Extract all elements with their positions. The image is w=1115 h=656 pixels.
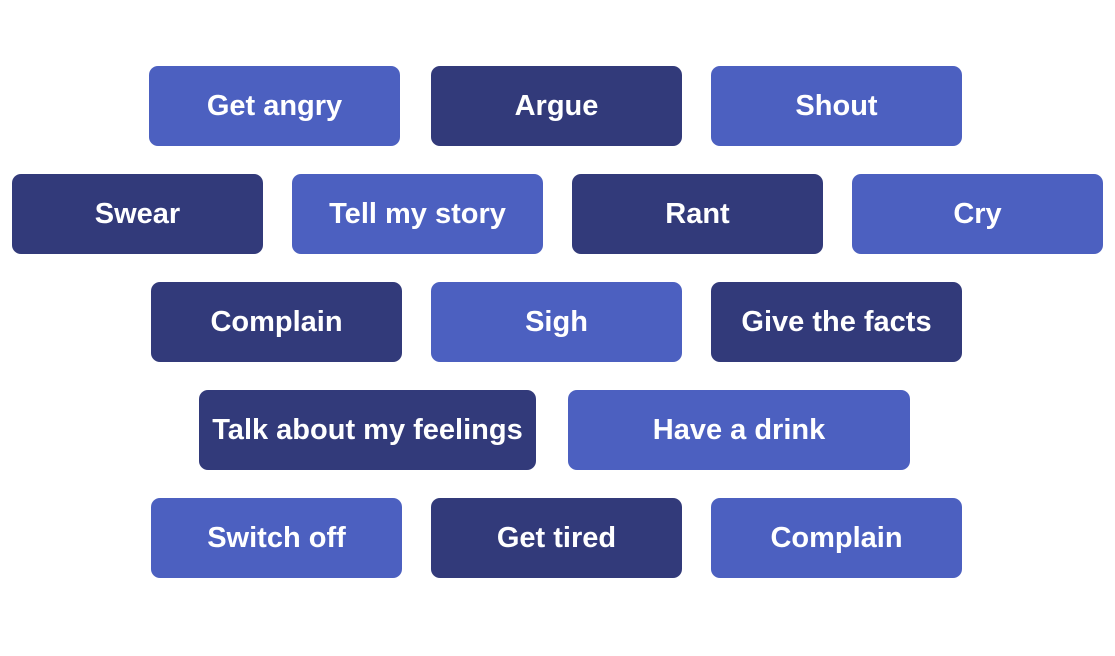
tag-cry[interactable]: Cry	[852, 174, 1103, 254]
tag-complain[interactable]: Complain	[151, 282, 402, 362]
tag-shout[interactable]: Shout	[711, 66, 962, 146]
tag-switch-off[interactable]: Switch off	[151, 498, 402, 578]
tag-swear[interactable]: Swear	[12, 174, 263, 254]
tag-get-angry[interactable]: Get angry	[149, 66, 400, 146]
tag-complain-2[interactable]: Complain	[711, 498, 962, 578]
tag-argue[interactable]: Argue	[431, 66, 682, 146]
tag-get-tired[interactable]: Get tired	[431, 498, 682, 578]
tag-rant[interactable]: Rant	[572, 174, 823, 254]
tag-have-a-drink[interactable]: Have a drink	[568, 390, 910, 470]
tag-talk-about-my-feelings[interactable]: Talk about my feelings	[199, 390, 536, 470]
tag-tell-my-story[interactable]: Tell my story	[292, 174, 543, 254]
tag-give-the-facts[interactable]: Give the facts	[711, 282, 962, 362]
tag-sigh[interactable]: Sigh	[431, 282, 682, 362]
